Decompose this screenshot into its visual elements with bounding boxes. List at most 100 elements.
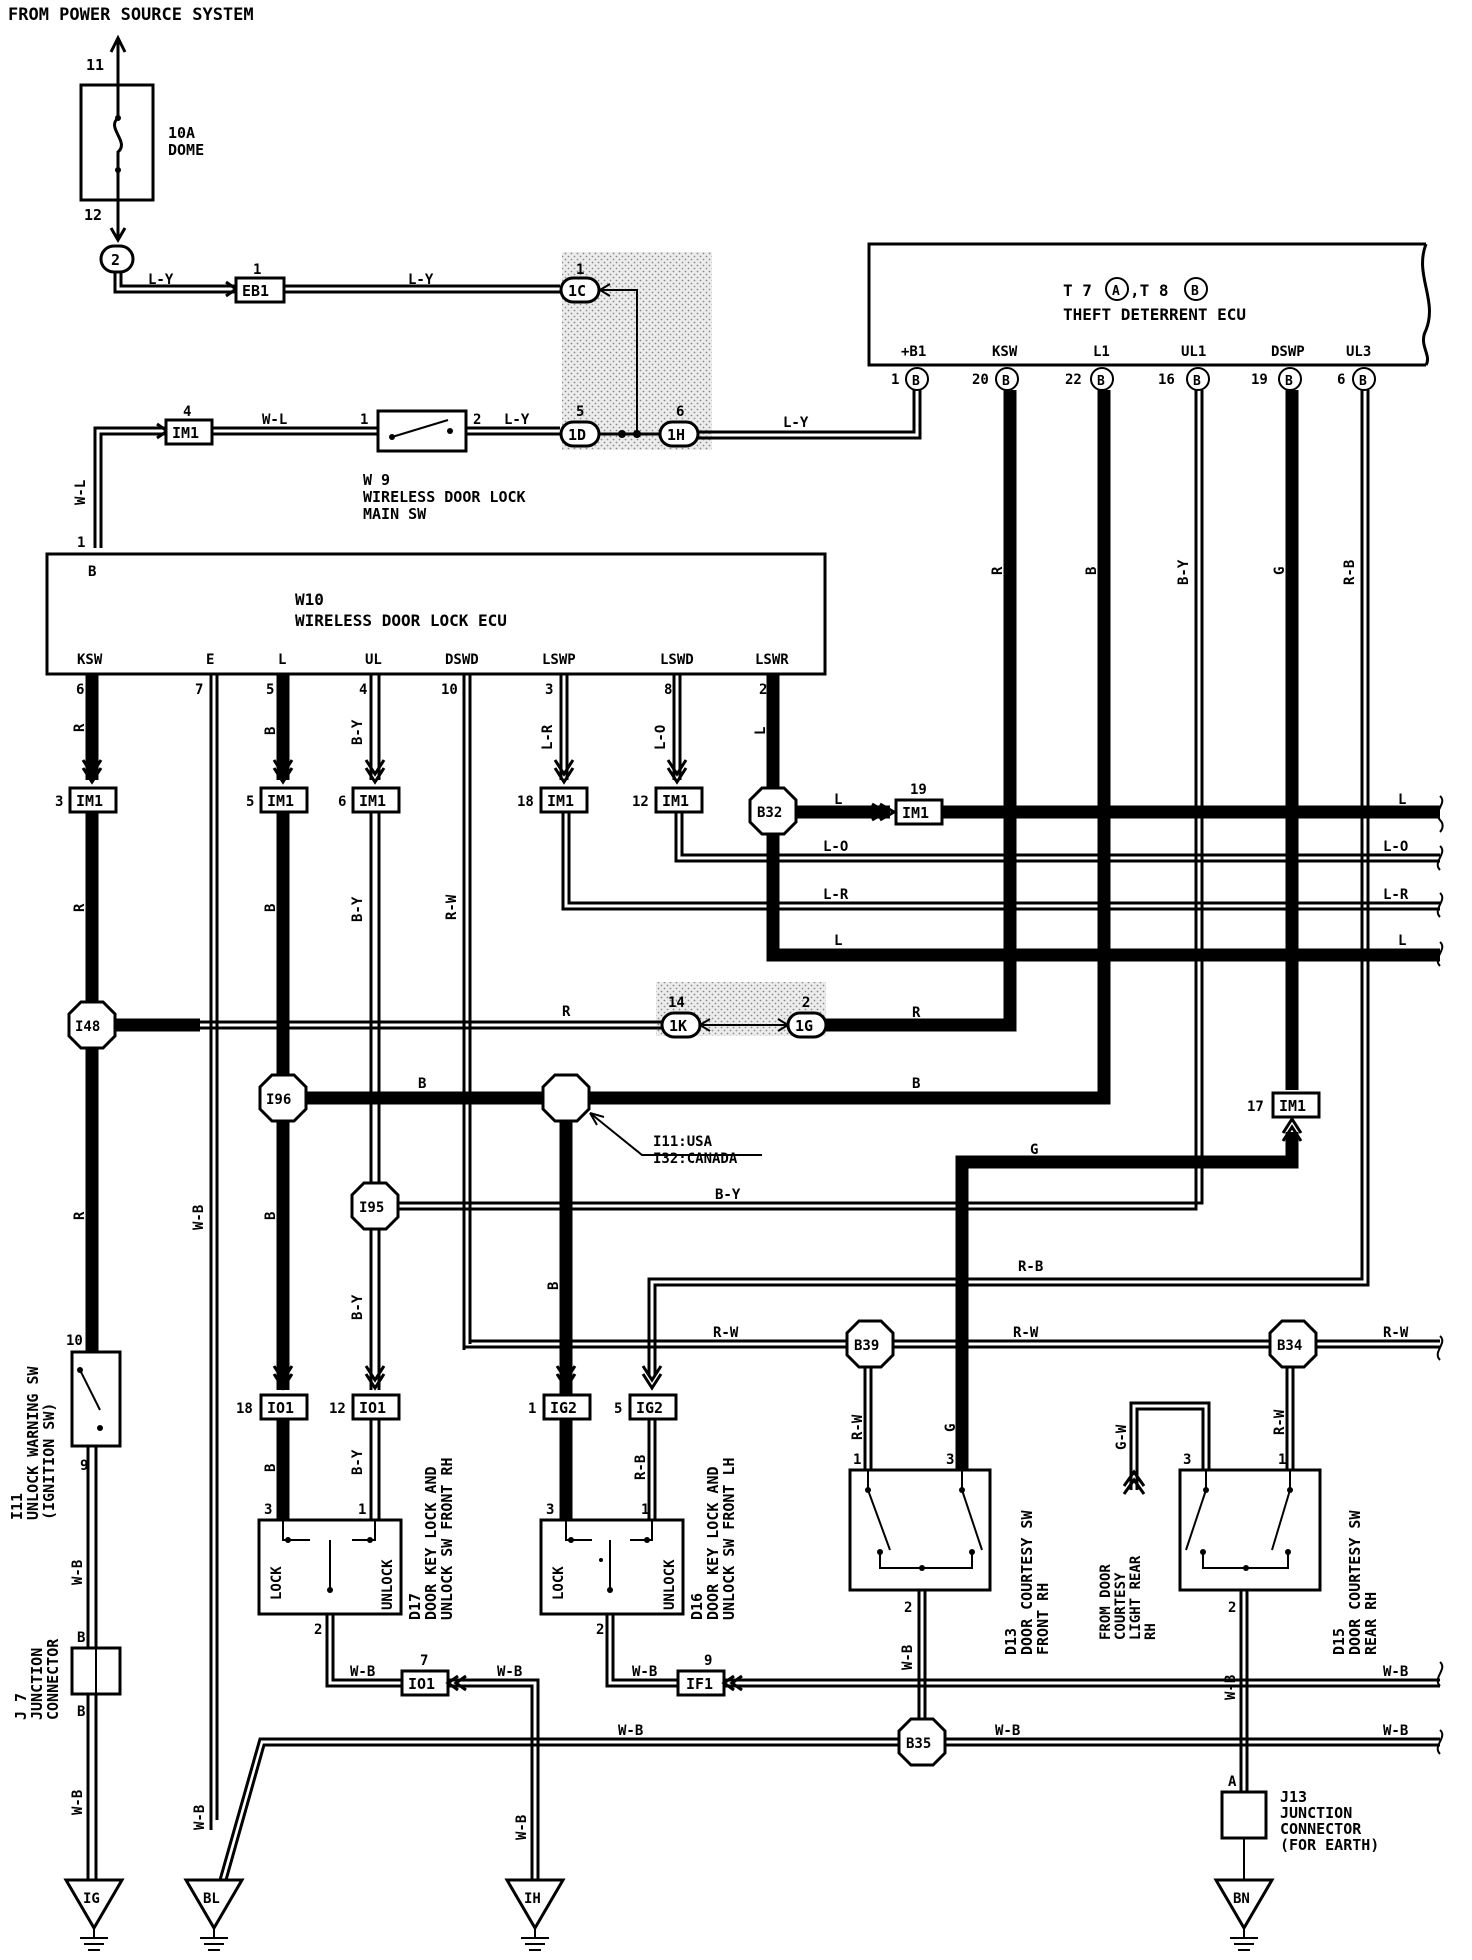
- connector-2: 2: [99, 244, 135, 274]
- svg-text:W-B: W-B: [350, 1664, 375, 1680]
- switch-D15[interactable]: 3 1 2: [1178, 1452, 1322, 1616]
- svg-text:B: B: [263, 1464, 279, 1472]
- fuse-dome: 11 12 10A DOME: [79, 34, 204, 243]
- svg-text:,T 8: ,T 8: [1130, 281, 1169, 300]
- svg-text:B: B: [418, 1076, 426, 1092]
- svg-text:3: 3: [545, 682, 553, 698]
- fuse-amp: 10A: [168, 124, 195, 142]
- svg-text:17: 17: [1247, 1099, 1264, 1115]
- svg-text:W-B: W-B: [70, 1790, 86, 1815]
- connector-IF1: IF1 9: [676, 1653, 726, 1697]
- svg-text:W-B: W-B: [192, 1805, 208, 1830]
- svg-text:L: L: [753, 727, 769, 735]
- svg-text:5: 5: [246, 794, 254, 810]
- svg-text:E: E: [206, 652, 214, 668]
- svg-text:2: 2: [596, 1622, 604, 1638]
- svg-text:LSWD: LSWD: [660, 652, 694, 668]
- svg-text:6: 6: [76, 682, 84, 698]
- wire-continue-marks: [1436, 795, 1444, 1755]
- connector-IM1-ksw: IM1 3: [55, 786, 118, 814]
- svg-text:6: 6: [1337, 372, 1345, 388]
- svg-text:DSWD: DSWD: [445, 652, 479, 668]
- svg-text:MAIN SW: MAIN SW: [363, 505, 427, 523]
- switch-W9[interactable]: 1 2 W 9 WIRELESS DOOR LOCK MAIN SW: [360, 409, 526, 523]
- svg-text:W-B: W-B: [995, 1723, 1020, 1739]
- svg-text:B32: B32: [757, 805, 782, 821]
- svg-text:B: B: [1191, 284, 1199, 299]
- svg-text:LOCK: LOCK: [269, 1566, 285, 1600]
- svg-text:R-W: R-W: [1013, 1325, 1039, 1341]
- ground-BN: BN: [1213, 1878, 1275, 1951]
- svg-text:1H: 1H: [667, 426, 685, 444]
- svg-text:4: 4: [359, 682, 367, 698]
- svg-text:A: A: [1112, 284, 1120, 299]
- svg-text:1: 1: [641, 1502, 649, 1518]
- svg-text:UNLOCK SW FRONT LH: UNLOCK SW FRONT LH: [720, 1457, 738, 1620]
- svg-text:2: 2: [1228, 1600, 1236, 1616]
- connector-1D: 1D 5: [559, 404, 601, 448]
- svg-text:L: L: [834, 792, 842, 808]
- svg-text:R: R: [72, 1211, 88, 1220]
- svg-text:1: 1: [358, 1502, 366, 1518]
- svg-text:W-B: W-B: [1383, 1664, 1408, 1680]
- svg-text:8: 8: [664, 682, 672, 698]
- svg-text:BN: BN: [1233, 1891, 1250, 1907]
- svg-text:W-B: W-B: [618, 1723, 643, 1739]
- svg-text:1C: 1C: [568, 282, 586, 300]
- svg-text:CONNECTOR: CONNECTOR: [44, 1638, 62, 1720]
- svg-text:L-O: L-O: [1383, 839, 1408, 855]
- svg-text:UNLOCK: UNLOCK: [380, 1559, 396, 1610]
- svg-text:L: L: [1398, 792, 1406, 808]
- svg-text:7: 7: [195, 682, 203, 698]
- header-text: FROM POWER SOURCE SYSTEM: [8, 5, 254, 25]
- svg-text:2: 2: [802, 995, 810, 1011]
- svg-text:B: B: [912, 374, 920, 389]
- splice-I95: I95: [350, 1181, 400, 1231]
- svg-text:3: 3: [546, 1502, 554, 1518]
- svg-text:5: 5: [576, 404, 584, 420]
- svg-text:B: B: [1193, 374, 1201, 389]
- switch-D13[interactable]: 1 3 2: [848, 1452, 992, 1616]
- svg-text:5: 5: [614, 1401, 622, 1417]
- connector-IG2-lock: IG2 1: [528, 1393, 592, 1421]
- wireless-door-lock-ecu: 1 B W10 WIRELESS DOOR LOCK ECU KSW E L U…: [45, 535, 827, 698]
- svg-text:B: B: [1002, 374, 1010, 389]
- svg-text:B: B: [546, 1282, 562, 1290]
- svg-text:2: 2: [759, 682, 767, 698]
- svg-text:2: 2: [111, 251, 120, 269]
- svg-text:D15: D15: [1330, 1628, 1348, 1655]
- svg-text:B39: B39: [854, 1338, 879, 1354]
- svg-text:G-W: G-W: [1114, 1424, 1130, 1450]
- svg-text:W-B: W-B: [900, 1645, 916, 1670]
- svg-text:9: 9: [704, 1653, 712, 1669]
- svg-text:14: 14: [668, 995, 685, 1011]
- svg-text:1D: 1D: [568, 426, 586, 444]
- connector-IO1-earth: IO1 7: [400, 1653, 450, 1697]
- svg-text:LSWR: LSWR: [755, 652, 789, 668]
- ground-IG: IG: [63, 1878, 125, 1951]
- svg-text:G: G: [943, 1424, 959, 1432]
- svg-text:FROM DOOR: FROM DOOR: [1098, 1564, 1114, 1640]
- svg-text:B-Y: B-Y: [1176, 559, 1192, 585]
- svg-text:KSW: KSW: [77, 652, 103, 668]
- svg-text:IG2: IG2: [550, 1399, 577, 1417]
- svg-text:R-W: R-W: [444, 894, 460, 920]
- switch-I11[interactable]: 10 9: [66, 1333, 122, 1474]
- svg-text:B35: B35: [906, 1736, 931, 1752]
- svg-text:R-B: R-B: [633, 1455, 649, 1480]
- svg-text:DOOR KEY LOCK AND: DOOR KEY LOCK AND: [704, 1466, 722, 1620]
- svg-text:T 7: T 7: [1063, 281, 1092, 300]
- svg-text:1K: 1K: [669, 1017, 687, 1035]
- switch-D17[interactable]: 3 1 LOCK UNLOCK 2: [257, 1502, 403, 1638]
- svg-text:1: 1: [360, 412, 368, 428]
- svg-text:1G: 1G: [795, 1017, 813, 1035]
- svg-text:2: 2: [473, 412, 481, 428]
- theft-ecu-pins: +B1 KSW L1 UL1 DSWP UL3 1 B 20 B 22 B 16…: [891, 344, 1376, 391]
- svg-text:J13: J13: [1280, 1788, 1307, 1806]
- svg-text:B: B: [1084, 567, 1100, 575]
- svg-text:2: 2: [904, 1600, 912, 1616]
- svg-text:L-Y: L-Y: [783, 415, 809, 431]
- svg-text:R-W: R-W: [850, 1414, 866, 1440]
- fuse-pin-in: 11: [86, 56, 104, 74]
- svg-text:B: B: [77, 1630, 85, 1646]
